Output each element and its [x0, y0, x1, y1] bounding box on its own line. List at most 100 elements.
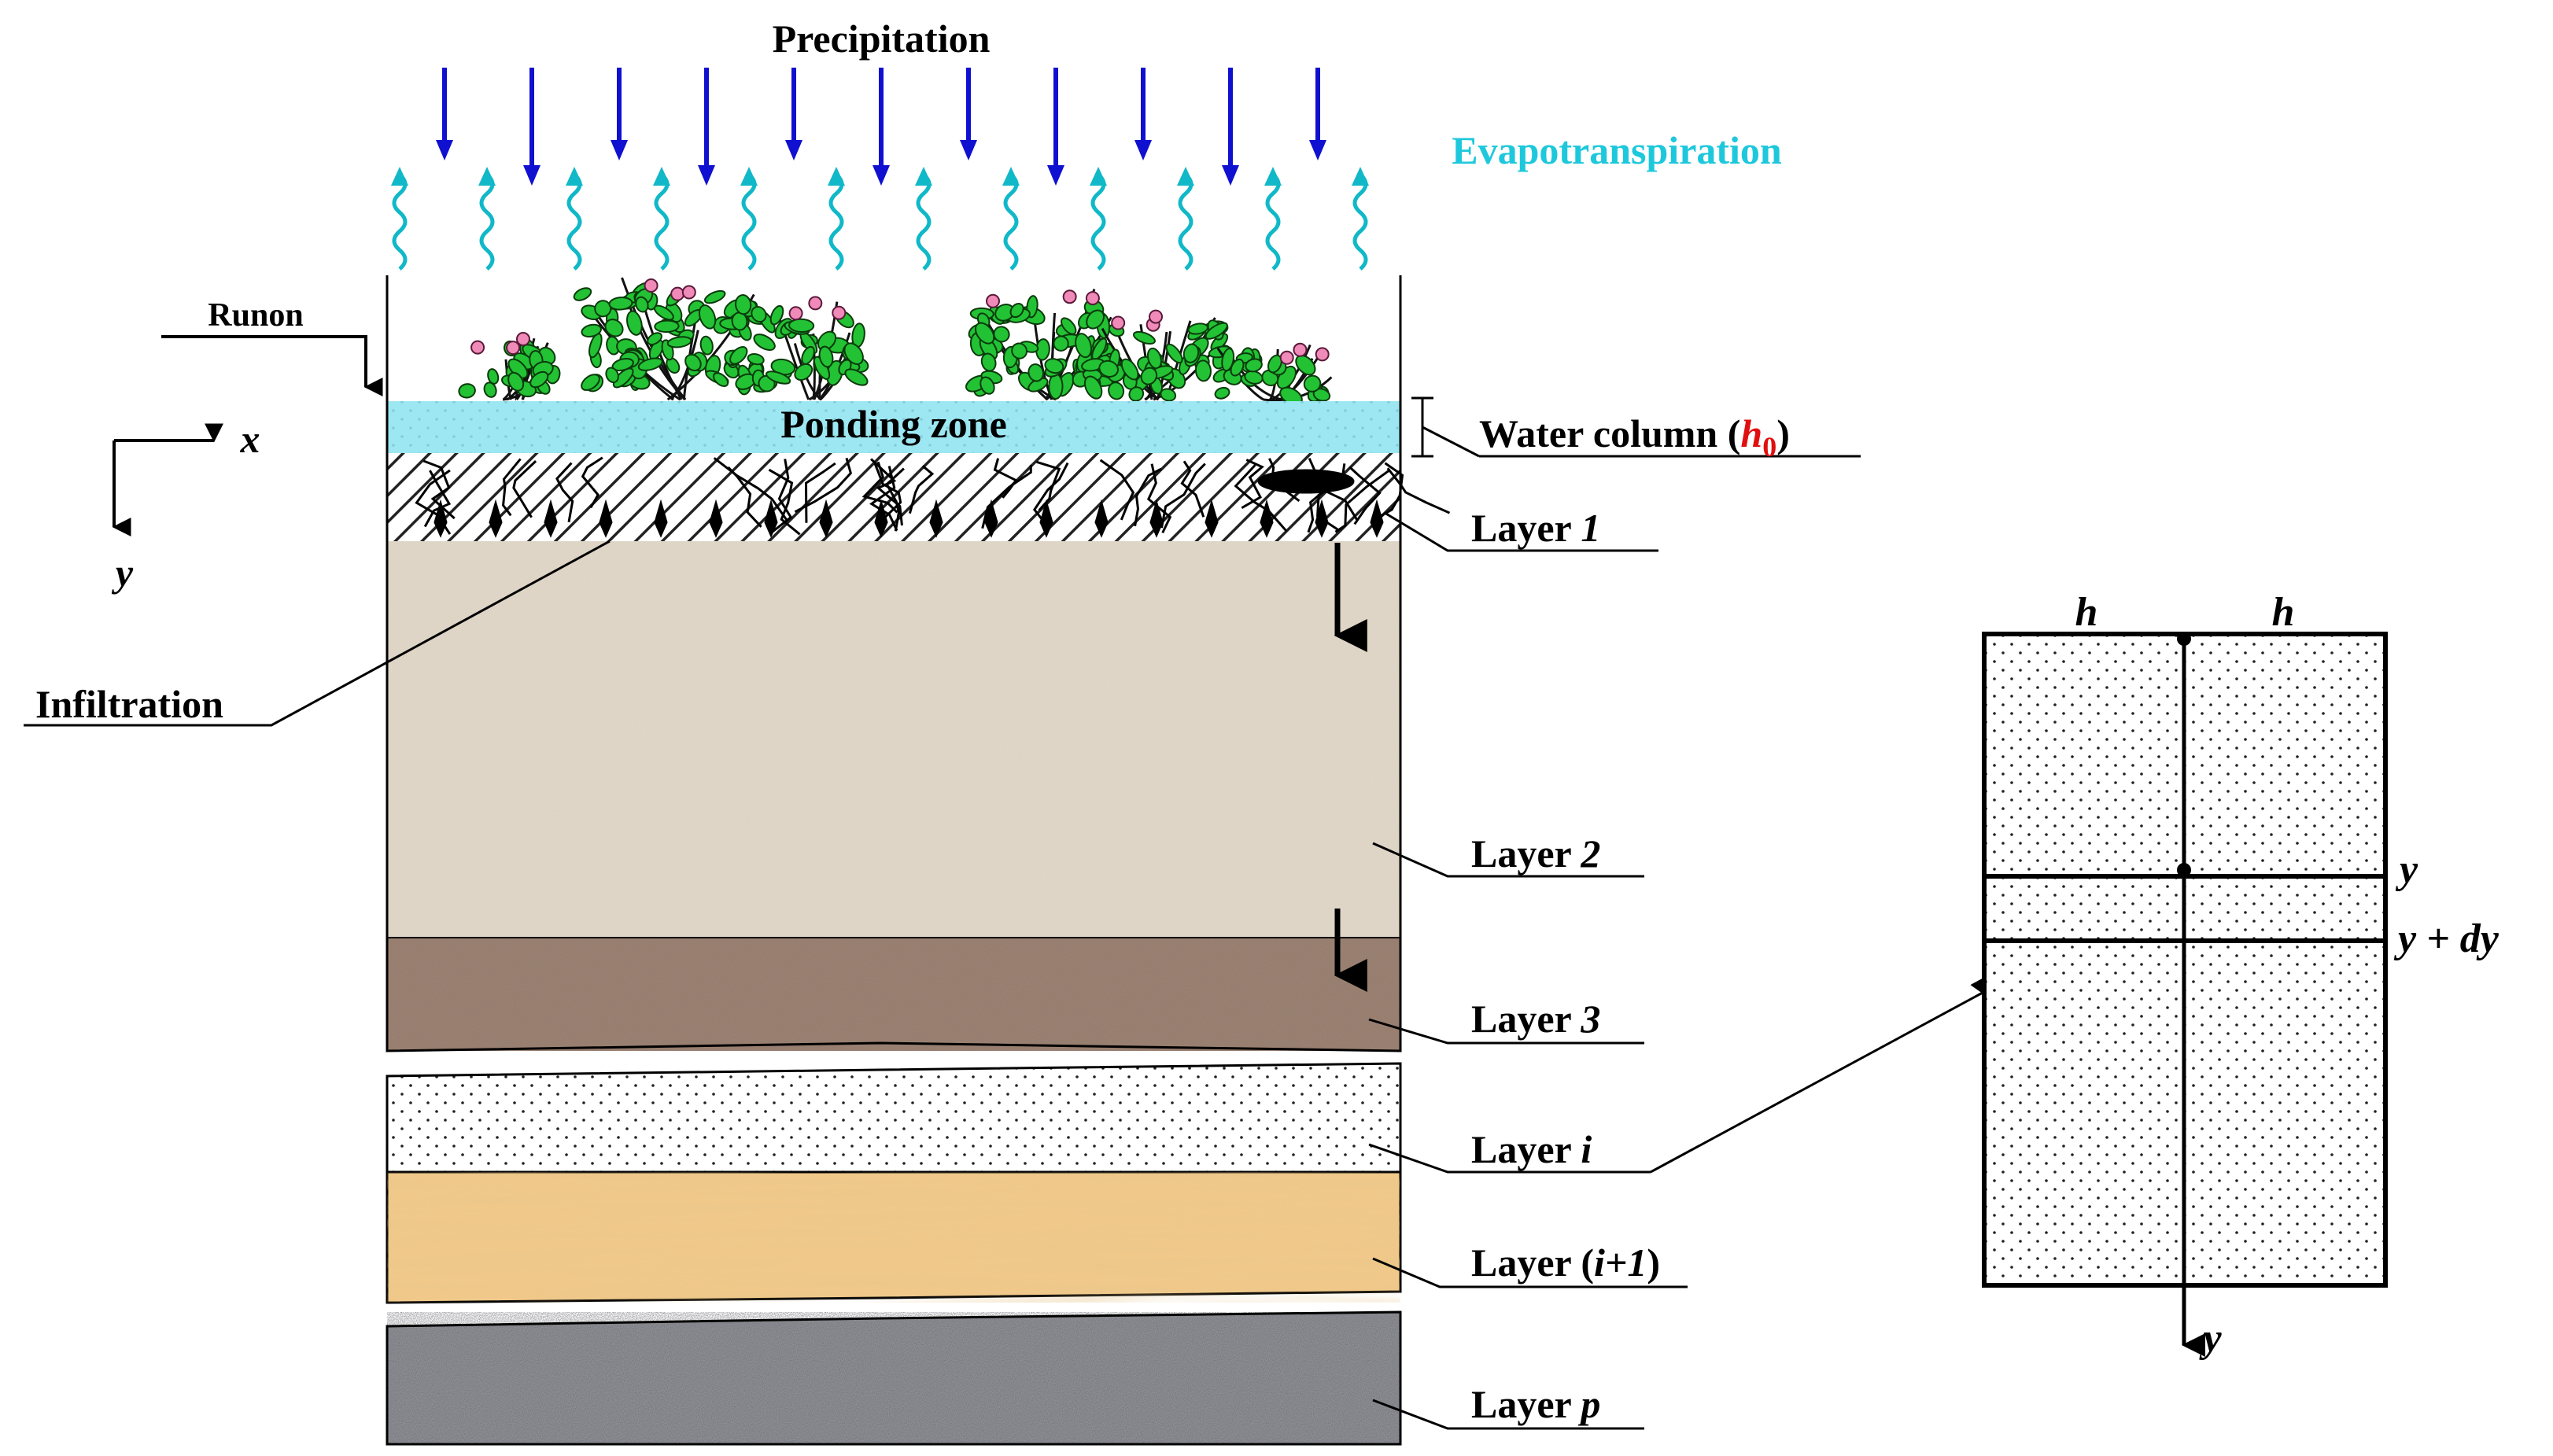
- root-tip: [1094, 499, 1109, 538]
- root: [1180, 460, 1205, 518]
- evapotranspiration-arrow: [1352, 173, 1368, 271]
- evapotranspiration-arrowhead: [566, 167, 583, 186]
- root-tip: [764, 499, 778, 538]
- evapotranspiration-arrows: [391, 167, 1369, 271]
- runon-label: Runon: [208, 297, 303, 334]
- h0-symbol: h: [1740, 411, 1762, 455]
- layer-label: Layer 1: [1471, 506, 1600, 550]
- evapotranspiration-arrow: [741, 173, 757, 271]
- precipitation-arrowhead: [1134, 140, 1152, 160]
- layer-i: [386, 1062, 1402, 1174]
- evapotranspiration-arrow: [1003, 173, 1019, 271]
- root-tip: [1260, 499, 1274, 538]
- precipitation-arrowhead: [523, 165, 540, 186]
- precipitation-arrows: [436, 68, 1326, 186]
- element-y-dy-label: y + dy: [2393, 916, 2500, 961]
- evapotranspiration-arrowhead: [391, 167, 408, 186]
- evapotranspiration-arrow: [479, 173, 495, 271]
- root: [502, 458, 522, 517]
- layer-leader: [1372, 1399, 1644, 1430]
- root-tip: [599, 499, 613, 538]
- layer-leader: [1372, 1257, 1688, 1288]
- water-column-bracket: [1411, 396, 1861, 458]
- evapotranspiration-arrowhead: [1264, 167, 1282, 186]
- shrub: [458, 332, 561, 401]
- root: [993, 458, 1018, 499]
- root: [861, 461, 898, 514]
- root-tip: [1149, 499, 1164, 538]
- evapotranspiration-arrow: [1178, 173, 1193, 271]
- root: [981, 464, 1032, 529]
- root: [870, 458, 903, 526]
- root: [794, 457, 852, 514]
- root: [1334, 470, 1389, 533]
- precipitation-arrowhead: [1047, 165, 1064, 186]
- evapotranspiration-arrowhead: [653, 167, 670, 186]
- precipitation-arrowhead: [960, 140, 977, 160]
- root: [768, 468, 801, 536]
- layer-label: Layer i: [1471, 1127, 1592, 1171]
- element-h-right: h: [2272, 590, 2295, 635]
- evapotranspiration-arrow: [1265, 173, 1281, 271]
- precipitation-arrowhead: [1222, 165, 1239, 186]
- precipitation-arrowhead: [611, 140, 628, 160]
- layer-leader: [1384, 511, 1658, 552]
- root: [885, 467, 905, 532]
- differential-element: [1982, 632, 2388, 1357]
- evapotranspiration-arrow: [566, 173, 582, 271]
- shrub: [573, 277, 778, 401]
- root: [1099, 459, 1135, 521]
- element-leader: [1650, 978, 1983, 1174]
- precipitation-arrowhead: [785, 140, 802, 160]
- root: [769, 459, 793, 535]
- root-tip: [1370, 499, 1384, 538]
- y-axis-label: y: [112, 551, 134, 595]
- shrub: [766, 296, 869, 401]
- precipitation-arrowhead: [436, 140, 453, 160]
- shrub: [1081, 309, 1233, 402]
- root-tip: [874, 499, 888, 538]
- root-tip: [709, 499, 723, 538]
- infiltration-label: Infiltration: [35, 682, 223, 726]
- root-tip: [984, 499, 998, 538]
- evapotranspiration-arrowhead: [915, 167, 932, 186]
- evapotranspiration-arrow: [392, 173, 408, 271]
- root-tip: [819, 499, 833, 538]
- infiltration-leader: [24, 540, 611, 727]
- h0-subscript: 0: [1762, 431, 1776, 463]
- water-column-label: Water column (h0): [1479, 411, 1790, 463]
- precipitation-label: Precipitation: [773, 17, 991, 61]
- shrub: [1216, 342, 1333, 406]
- evapotranspiration-label: Evapotranspiration: [1452, 128, 1782, 172]
- runon-arrow: [161, 335, 383, 396]
- root-tip: [1205, 499, 1219, 538]
- root: [1348, 466, 1382, 525]
- upper-column-outline: [386, 401, 1402, 1052]
- root-network: [415, 456, 1451, 538]
- layer-label: Layer p: [1471, 1382, 1600, 1426]
- root-tip: [1315, 499, 1329, 538]
- layer-leader: [1372, 842, 1644, 878]
- root: [1386, 467, 1451, 514]
- coordinate-axes: [112, 423, 223, 536]
- root: [805, 462, 836, 523]
- root: [512, 460, 537, 518]
- ponding-zone-label: Ponding zone: [780, 402, 1007, 446]
- root: [869, 466, 898, 532]
- root-tip: [654, 499, 668, 538]
- layer-label: Layer (i+1): [1471, 1240, 1660, 1285]
- root-tip: [1039, 499, 1053, 538]
- layer-label: Layer 2: [1471, 831, 1600, 875]
- evapotranspiration-arrowhead: [1090, 167, 1107, 186]
- element-y-label: y: [2395, 847, 2418, 892]
- evapotranspiration-arrowhead: [478, 167, 496, 186]
- root: [873, 463, 902, 522]
- precipitation-arrowhead: [1309, 140, 1326, 160]
- root: [908, 465, 935, 514]
- root: [727, 466, 762, 528]
- root: [555, 462, 574, 523]
- evapotranspiration-arrowhead: [1177, 167, 1194, 186]
- evapotranspiration-arrow: [828, 173, 844, 271]
